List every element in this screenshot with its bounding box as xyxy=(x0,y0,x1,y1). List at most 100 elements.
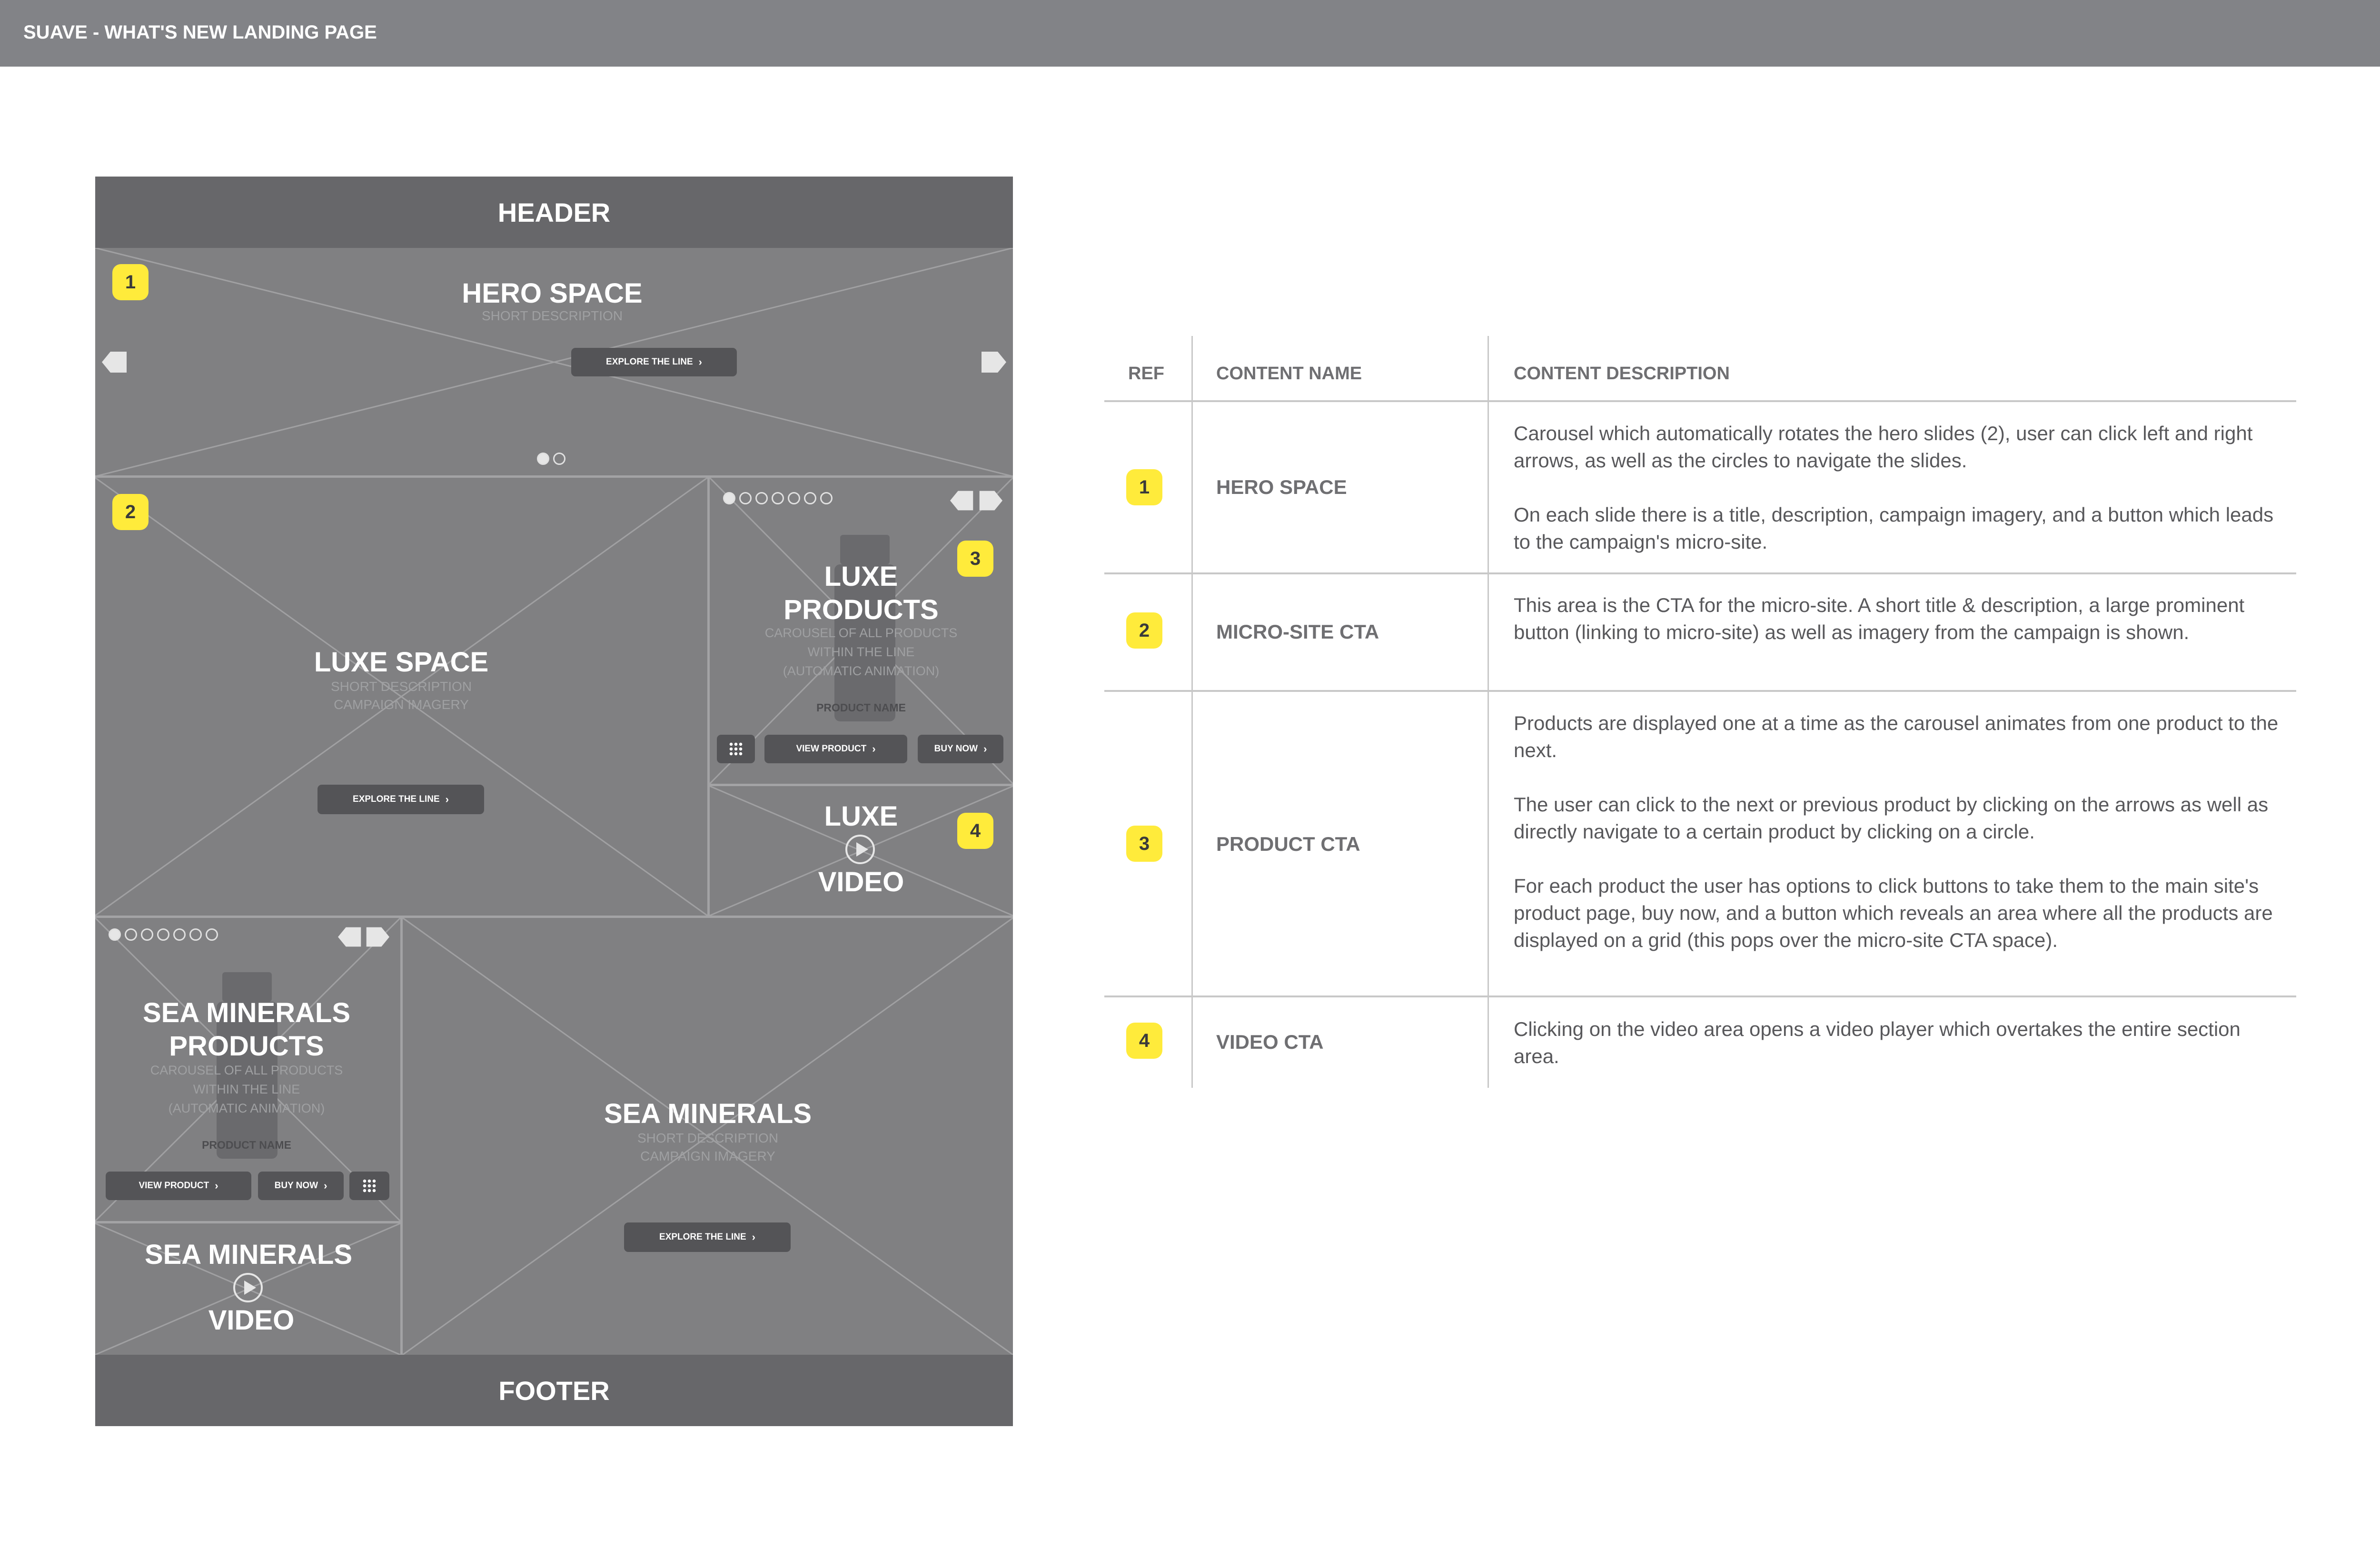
table-row-desc: Products are displayed one at a time as … xyxy=(1514,709,2280,954)
wireframe-header: HEADER xyxy=(95,177,1013,248)
top-bar: SUAVE - WHAT'S NEW LANDING PAGE xyxy=(0,0,2380,67)
table-row-name: HERO SPACE xyxy=(1216,476,1347,498)
sea-video-region[interactable]: SEA MINERALS VIDEO xyxy=(95,1223,400,1355)
luxe-products-carousel-dots[interactable] xyxy=(723,492,833,504)
chevron-right-icon: › xyxy=(983,743,987,755)
luxe-products-title-line1: LUXE xyxy=(824,561,898,592)
luxe-products-desc-3: (AUTOMATIC ANIMATION) xyxy=(783,664,940,678)
hero-carousel-dots[interactable] xyxy=(537,453,565,465)
luxe-products-region[interactable]: 3 LUXE PRODUCTS CAROUSEL OF ALL PRODUCTS… xyxy=(710,478,1013,784)
grid-icon xyxy=(729,742,743,756)
sea-product-name: PRODUCT NAME xyxy=(202,1139,291,1151)
carousel-dot[interactable] xyxy=(125,928,137,941)
carousel-dot[interactable] xyxy=(739,492,752,504)
hero-explore-button[interactable]: EXPLORE THE LINE› xyxy=(571,348,737,376)
chevron-right-icon: › xyxy=(698,356,702,368)
luxe-video-region[interactable]: LUXE VIDEO 4 xyxy=(710,786,1013,916)
product-bottle xyxy=(217,1002,278,1159)
hero-title: HERO SPACE xyxy=(462,278,643,309)
carousel-dot[interactable] xyxy=(206,928,218,941)
sea-space-region[interactable]: SEA MINERALS SHORT DESCRIPTION CAMPAIGN … xyxy=(403,918,1013,1355)
luxe-explore-button[interactable]: EXPLORE THE LINE› xyxy=(317,785,484,814)
sea-grid-button[interactable] xyxy=(349,1172,389,1200)
hero-region[interactable]: 1 HERO SPACE SHORT DESCRIPTION EXPLORE T… xyxy=(95,248,1013,476)
sea-products-desc-1: CAROUSEL OF ALL PRODUCTS xyxy=(150,1063,343,1077)
play-icon[interactable] xyxy=(232,1272,264,1303)
footer-label: FOOTER xyxy=(498,1375,610,1406)
luxe-space-region[interactable]: 2 LUXE SPACE SHORT DESCRIPTION CAMPAIGN … xyxy=(95,478,707,916)
carousel-dot[interactable] xyxy=(189,928,202,941)
luxe-products-prev-arrow-icon[interactable] xyxy=(950,488,975,513)
carousel-dot[interactable] xyxy=(723,492,735,504)
divider xyxy=(95,1221,400,1223)
divider xyxy=(1104,995,2296,997)
table-row-desc-paragraph: Products are displayed one at a time as … xyxy=(1514,712,2279,761)
luxe-view-product-button[interactable]: VIEW PRODUCT› xyxy=(764,735,907,763)
sea-products-carousel-dots[interactable] xyxy=(109,928,218,941)
sea-space-imagery: CAMPAIGN IMAGERY xyxy=(640,1149,775,1163)
sea-products-region[interactable]: SEA MINERALS PRODUCTS CAROUSEL OF ALL PR… xyxy=(95,918,400,1221)
table-row-desc-paragraph: On each slide there is a title, descript… xyxy=(1514,503,2274,553)
chevron-right-icon: › xyxy=(872,743,876,755)
carousel-dot[interactable] xyxy=(820,492,833,504)
carousel-dot[interactable] xyxy=(537,453,549,465)
sea-products-title-line2: PRODUCTS xyxy=(169,1031,324,1062)
luxe-buy-now-button[interactable]: BUY NOW › xyxy=(918,735,1003,763)
sea-explore-label: EXPLORE THE LINE xyxy=(659,1232,746,1242)
table-header-ref: REF xyxy=(1128,364,1164,384)
hero-subtitle: SHORT DESCRIPTION xyxy=(481,308,623,323)
divider xyxy=(95,916,1013,918)
table-row-desc-paragraph: Clicking on the video area opens a video… xyxy=(1514,1018,2241,1067)
divider xyxy=(710,784,1013,786)
table-header-name: CONTENT NAME xyxy=(1216,364,1362,384)
luxe-grid-button[interactable] xyxy=(717,735,755,763)
table-row-desc: Carousel which automatically rotates the… xyxy=(1514,420,2280,555)
sea-products-title-line1: SEA MINERALS xyxy=(142,997,351,1028)
table-row-desc-paragraph: This area is the CTA for the micro-site.… xyxy=(1514,594,2245,643)
divider xyxy=(400,918,403,1355)
sea-products-next-arrow-icon[interactable] xyxy=(365,925,389,949)
luxe-video-title-line2: VIDEO xyxy=(818,867,904,897)
carousel-dot[interactable] xyxy=(109,928,121,941)
wireframe: HEADER 1 HERO SPACE SHORT DESCRIPTION EX… xyxy=(95,177,1013,1426)
carousel-dot[interactable] xyxy=(553,453,565,465)
luxe-product-name: PRODUCT NAME xyxy=(816,701,906,714)
luxe-products-next-arrow-icon[interactable] xyxy=(978,488,1002,513)
sea-space-desc: SHORT DESCRIPTION xyxy=(637,1131,779,1145)
sea-explore-button[interactable]: EXPLORE THE LINE › xyxy=(624,1222,791,1252)
sea-products-prev-arrow-icon[interactable] xyxy=(338,925,363,949)
badge-2: 2 xyxy=(112,494,149,530)
carousel-dot[interactable] xyxy=(772,492,784,504)
sea-view-product-button[interactable]: VIEW PRODUCT› xyxy=(106,1172,251,1200)
sea-buy-now-button[interactable]: BUY NOW› xyxy=(258,1172,344,1200)
carousel-dot[interactable] xyxy=(804,492,816,504)
badge-4: 4 xyxy=(957,813,993,849)
carousel-dot[interactable] xyxy=(788,492,800,504)
divider xyxy=(95,475,1013,478)
carousel-dot[interactable] xyxy=(173,928,186,941)
table-row-desc: Clicking on the video area opens a video… xyxy=(1514,1015,2280,1070)
table-row-desc: This area is the CTA for the micro-site.… xyxy=(1514,591,2280,646)
table-row-name: MICRO-SITE CTA xyxy=(1216,621,1379,643)
grid-icon xyxy=(362,1179,377,1193)
sea-products-desc-2: WITHIN THE LINE xyxy=(193,1082,300,1096)
chevron-right-icon: › xyxy=(752,1231,755,1243)
table-ref-badge: 4 xyxy=(1126,1023,1162,1059)
table-ref-badge: 3 xyxy=(1126,826,1162,862)
header-label: HEADER xyxy=(497,197,611,227)
luxe-space-title: LUXE SPACE xyxy=(314,647,489,678)
product-bottle xyxy=(834,564,895,721)
divider xyxy=(1104,572,2296,574)
hero-next-arrow-icon[interactable] xyxy=(980,349,1006,375)
divider xyxy=(1104,400,2296,402)
table-ref-badge: 1 xyxy=(1126,469,1162,505)
luxe-video-title-line1: LUXE xyxy=(824,801,898,832)
table-ref-badge: 2 xyxy=(1126,612,1162,649)
carousel-dot[interactable] xyxy=(157,928,169,941)
carousel-dot[interactable] xyxy=(141,928,153,941)
carousel-dot[interactable] xyxy=(755,492,768,504)
hero-prev-arrow-icon[interactable] xyxy=(102,349,129,375)
luxe-buy-now-label: BUY NOW xyxy=(934,744,978,754)
play-icon[interactable] xyxy=(844,834,876,865)
luxe-space-desc: SHORT DESCRIPTION xyxy=(330,679,472,694)
